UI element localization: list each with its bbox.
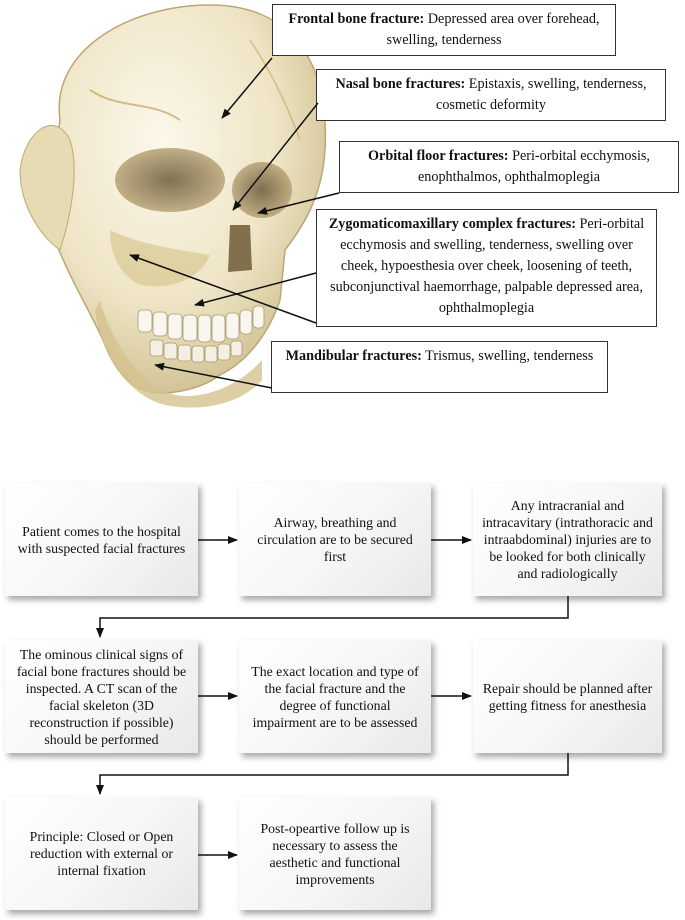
flow-step-ct-scan: The ominous clinical signs of facial bon… (5, 640, 198, 753)
flow-step-patient-arrives: Patient comes to the hospital with suspe… (5, 483, 198, 596)
frontal-bone-title: Frontal bone fracture: (288, 11, 425, 27)
orbital-floor-callout: Orbital floor fractures: Peri-orbital ec… (339, 141, 679, 193)
orbital-floor-text: Peri-orbital ecchymosis, enophthalmos, o… (417, 148, 650, 185)
flow-step-injuries: Any intracranial and intracavitary (intr… (473, 483, 662, 596)
flow-step-text: Repair should be planned after getting f… (482, 680, 653, 713)
flow-step-text: Post-opeartive follow up is necessary to… (260, 820, 410, 887)
zygomaticomaxillary-callout: Zygomaticomaxillary complex fractures: P… (316, 209, 657, 327)
mandibular-text: Trismus, swelling, tenderness (421, 348, 594, 364)
zygomaticomaxillary-title: Zygomaticomaxillary complex fractures: (328, 216, 576, 232)
flow-step-text: Airway, breathing and circulation are to… (257, 515, 413, 564)
orbital-floor-title: Orbital floor fractures: (368, 148, 509, 164)
flow-step-principle: Principle: Closed or Open reduction with… (5, 797, 198, 910)
flow-step-follow-up: Post-opeartive follow up is necessary to… (239, 797, 431, 910)
flow-step-assessment: The exact location and type of the facia… (239, 640, 431, 753)
nasal-bone-text: Epistaxis, swelling, tenderness, cosmeti… (436, 76, 647, 113)
flow-step-text: Any intracranial and intracavitary (intr… (482, 498, 653, 581)
flow-arrow-3-4 (96, 596, 569, 638)
flow-step-repair-planning: Repair should be planned after getting f… (473, 640, 662, 753)
nasal-bone-callout: Nasal bone fractures: Epistaxis, swellin… (316, 69, 666, 121)
frontal-bone-callout: Frontal bone fracture: Depressed area ov… (272, 4, 616, 56)
flow-step-airway: Airway, breathing and circulation are to… (239, 483, 431, 596)
nasal-bone-title: Nasal bone fractures: (335, 76, 466, 92)
mandibular-title: Mandibular fractures: (285, 348, 422, 364)
zygomaticomaxillary-text: Peri-orbital ecchymosis and swelling, te… (330, 216, 645, 316)
flow-step-text: The ominous clinical signs of facial bon… (16, 646, 187, 747)
mandibular-callout: Mandibular fractures: Trismus, swelling,… (271, 341, 608, 393)
flow-step-text: Patient comes to the hospital with suspe… (17, 523, 186, 556)
flow-arrow-6-7 (96, 753, 569, 795)
flow-step-text: The exact location and type of the facia… (251, 663, 419, 730)
flow-step-text: Principle: Closed or Open reduction with… (29, 829, 174, 878)
frontal-bone-text: Depressed area over forehead, swelling, … (386, 11, 600, 48)
